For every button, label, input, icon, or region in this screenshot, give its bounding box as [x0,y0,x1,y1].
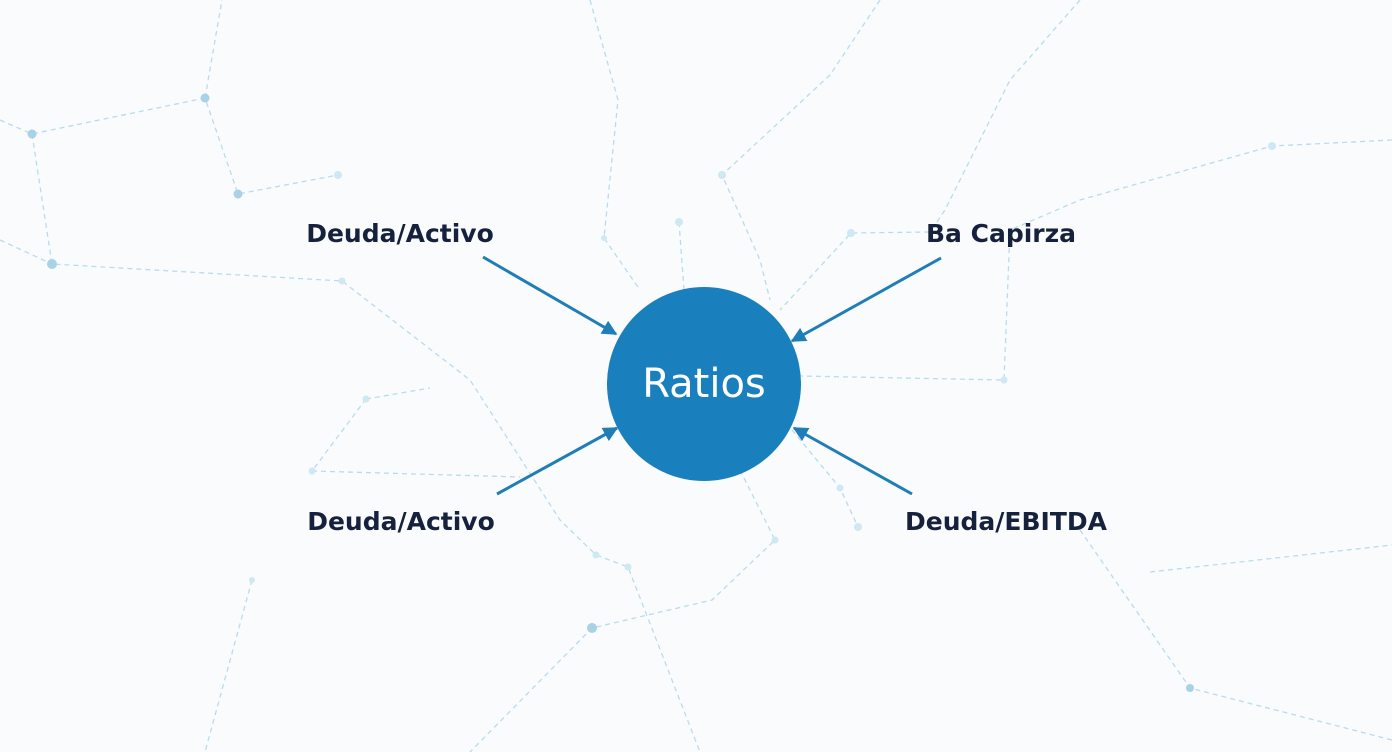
network-node [675,218,683,226]
network-line [310,398,521,478]
arrow-top-right [790,256,942,343]
network-line [0,239,53,265]
network-node [27,129,37,139]
network-line [589,0,641,291]
network-line [204,0,223,99]
label-bottom-right: Deuda/EBITDA [905,507,1108,536]
network-node [334,171,342,179]
network-line [469,469,776,752]
arrow-top-left [482,255,618,336]
network-node [233,189,243,199]
network-node [1268,142,1276,150]
center-circle [607,287,801,481]
arrows [482,255,942,496]
network-line [0,97,339,195]
network-node [718,171,726,179]
arrow-bottom-left [496,426,619,496]
network-line [365,387,431,400]
center-label: Ratios [642,361,766,407]
network-node [200,93,210,103]
network-node [592,551,600,559]
network-node [47,259,57,269]
label-top-left: Deuda/Activo [306,219,494,248]
network-line [204,579,253,752]
network-node [249,577,255,583]
network-line [1079,529,1392,741]
network-node [338,277,346,285]
network-node [1186,684,1194,692]
network-node [362,395,370,403]
network-node [1000,376,1008,384]
center-node: Ratios [607,287,801,481]
network-line [678,221,685,291]
network-line [799,139,1392,381]
network-node [847,229,855,237]
network-node [624,563,632,571]
arrow-bottom-right [792,426,913,496]
network-node [308,467,316,475]
label-bottom-left: Deuda/Activo [307,507,495,536]
network-node [771,536,779,544]
network-line [721,0,881,301]
network-node [836,484,844,492]
network-line [31,133,701,752]
network-node [601,235,607,241]
network-node [587,623,597,633]
network-line [1149,544,1392,573]
node-labels: Deuda/Activo Ba Capirza Deuda/Activo Deu… [306,219,1107,536]
network-line [779,0,1081,311]
network-node [854,523,862,531]
label-top-right: Ba Capirza [926,219,1076,248]
